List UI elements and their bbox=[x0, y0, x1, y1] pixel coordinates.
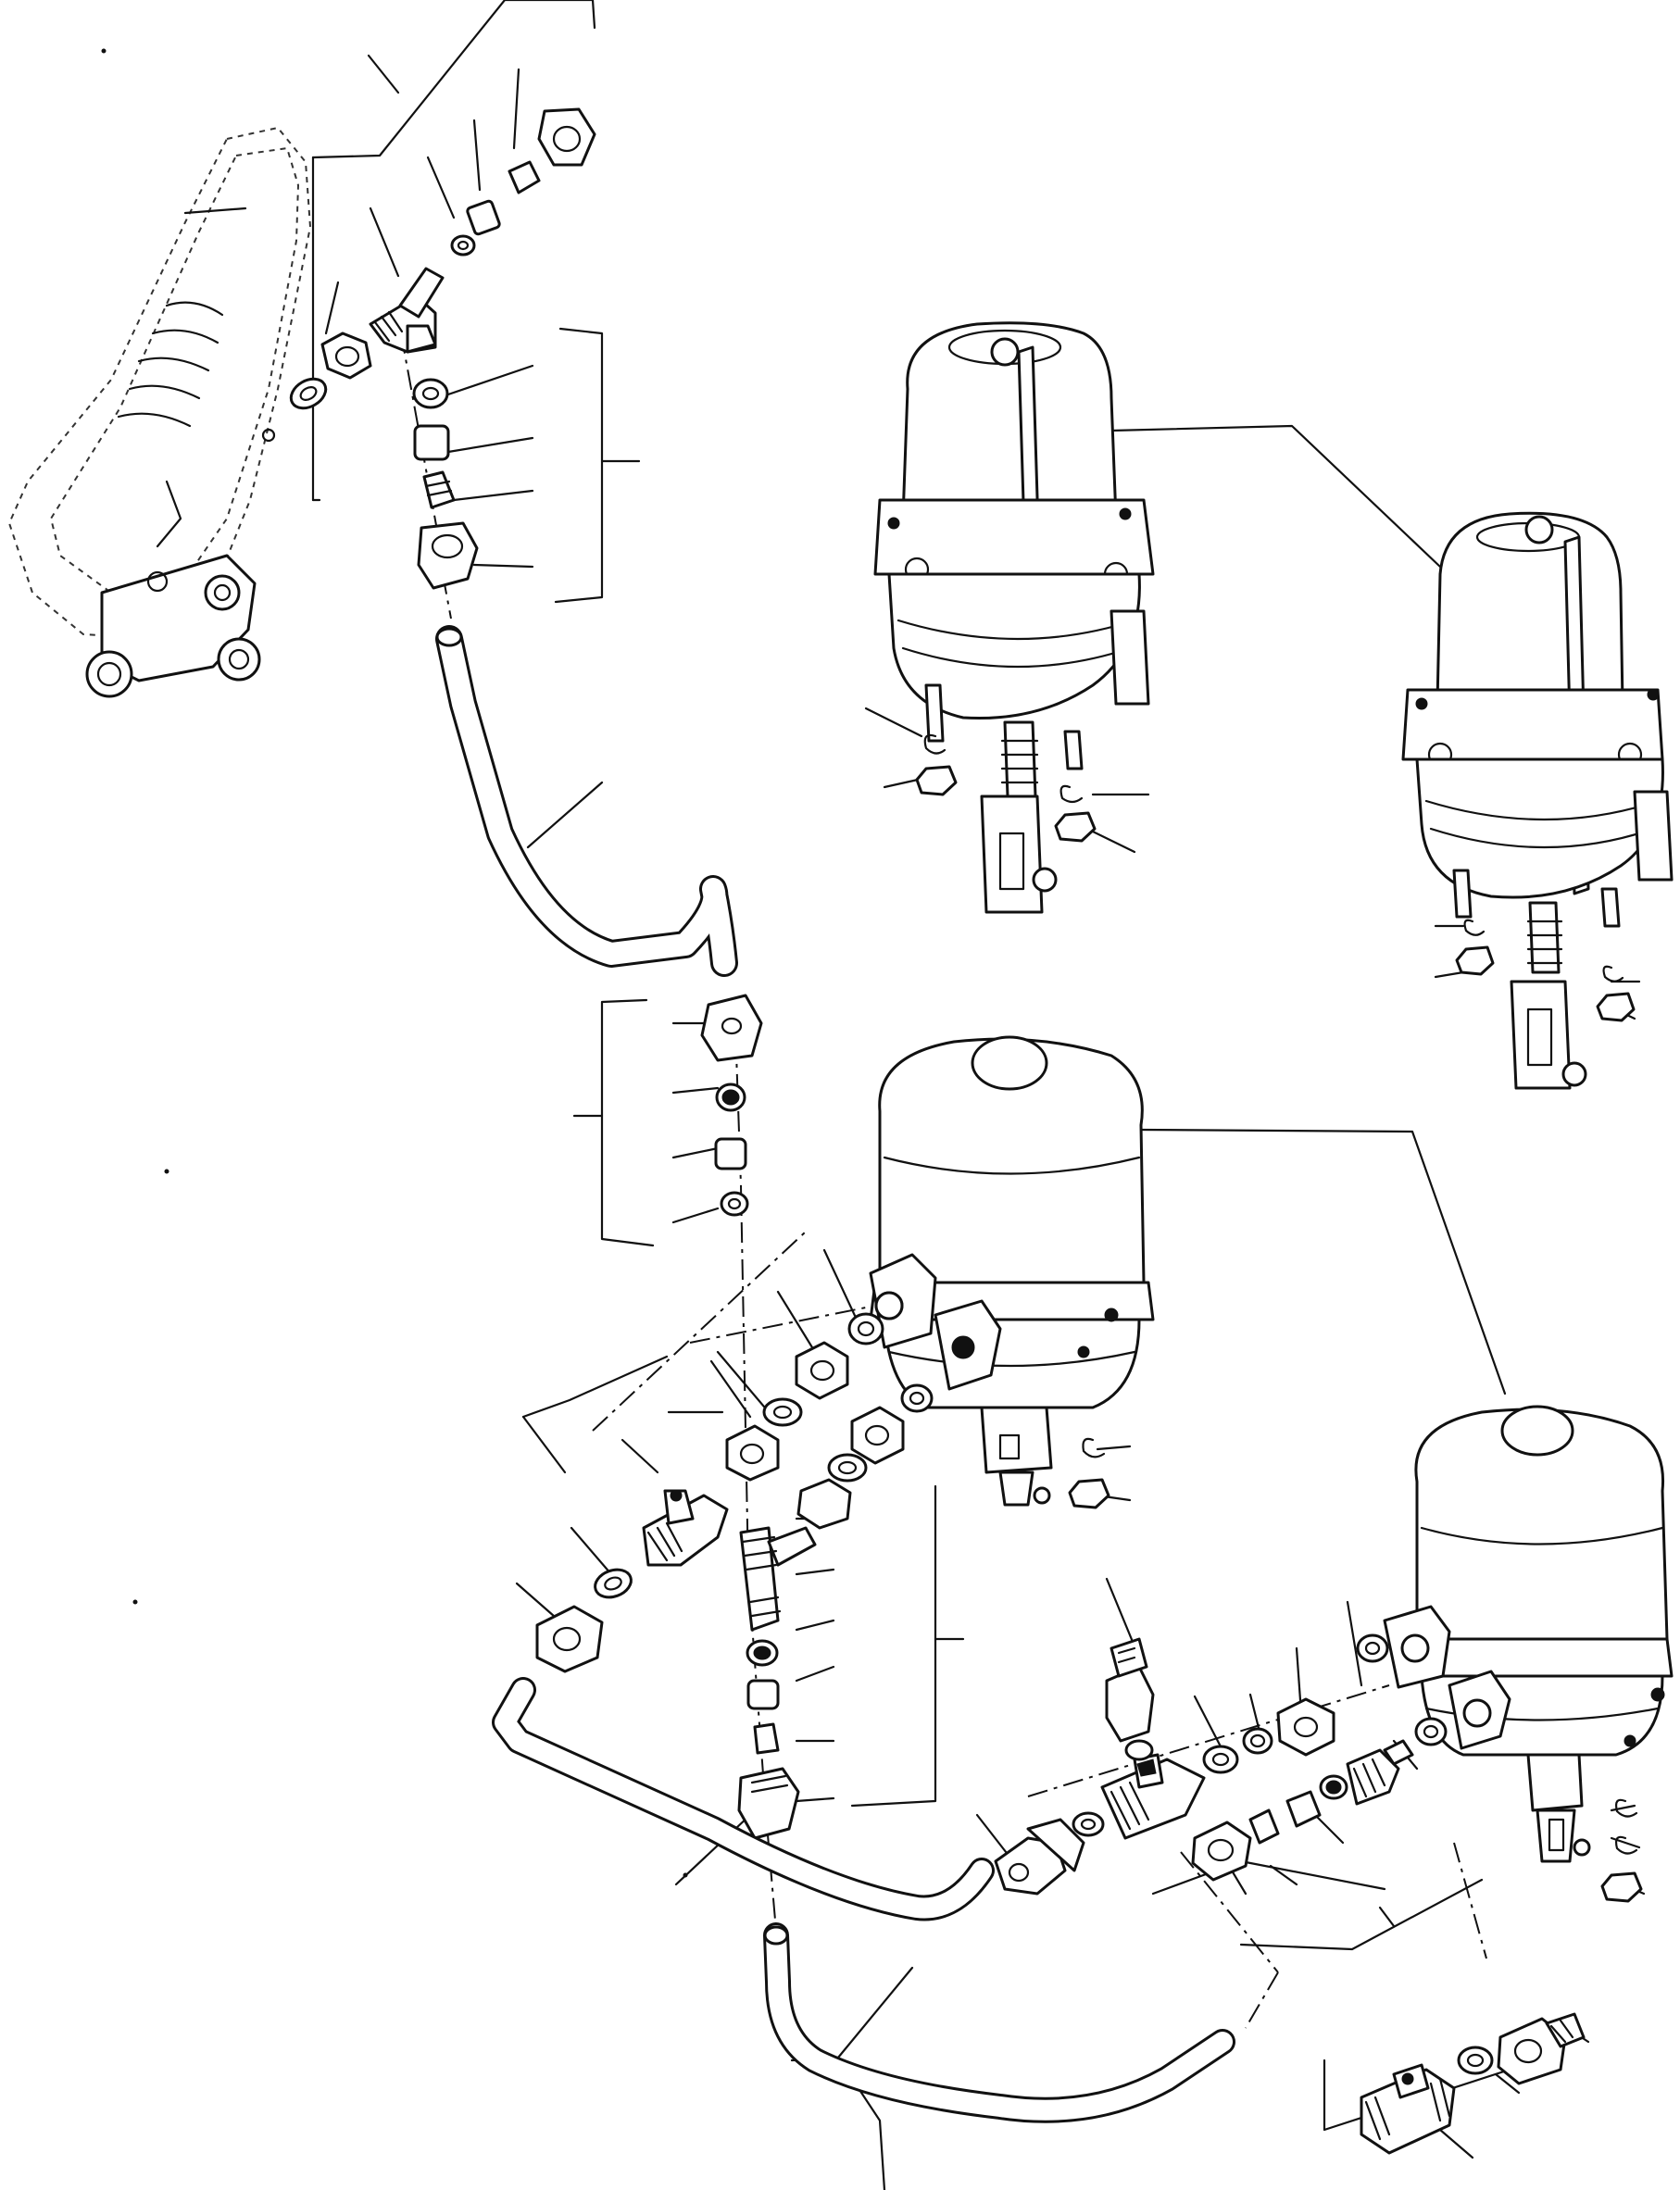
spring-brake-chamber-icon bbox=[873, 321, 1155, 914]
connector-block-icon bbox=[1360, 2012, 1586, 2155]
tee-fitting-icon bbox=[289, 107, 596, 590]
tee-fitting-icon bbox=[535, 1489, 817, 1840]
hose-icon bbox=[435, 625, 738, 977]
fitting-stack-icon bbox=[700, 994, 763, 1217]
spring-brake-chamber-icon bbox=[1401, 511, 1674, 1090]
service-brake-chamber-icon bbox=[1356, 1405, 1674, 1903]
leader-lines bbox=[311, 0, 1646, 2190]
brake-pedal-valve-icon bbox=[7, 126, 312, 698]
hose-icon bbox=[492, 1677, 1235, 2123]
valve-assembly-icon bbox=[994, 1637, 1414, 1896]
service-brake-chamber-icon bbox=[869, 1035, 1155, 1509]
scan-specks bbox=[101, 48, 688, 1878]
washer-nut-icon bbox=[725, 1291, 934, 1530]
